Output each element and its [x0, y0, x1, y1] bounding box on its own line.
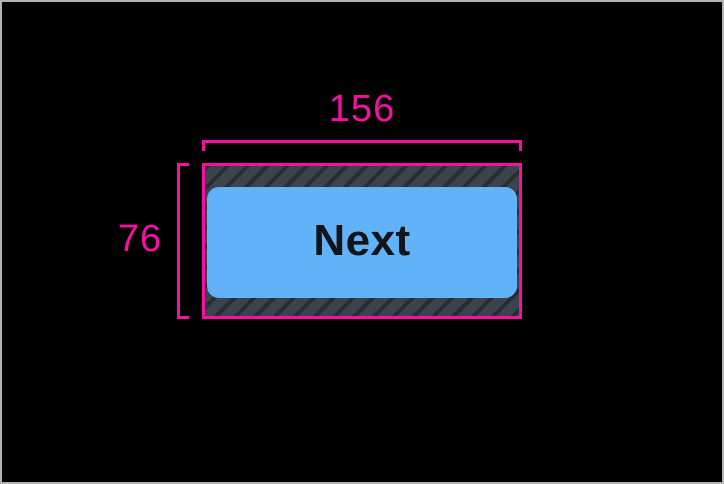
touch-target-bounds: Next — [202, 163, 522, 319]
height-measure-bracket — [177, 163, 189, 319]
height-dimension-label: 76 — [117, 218, 163, 260]
width-dimension-label: 156 — [328, 88, 396, 130]
width-measure-bracket — [202, 140, 522, 151]
next-button[interactable]: Next — [207, 187, 517, 298]
